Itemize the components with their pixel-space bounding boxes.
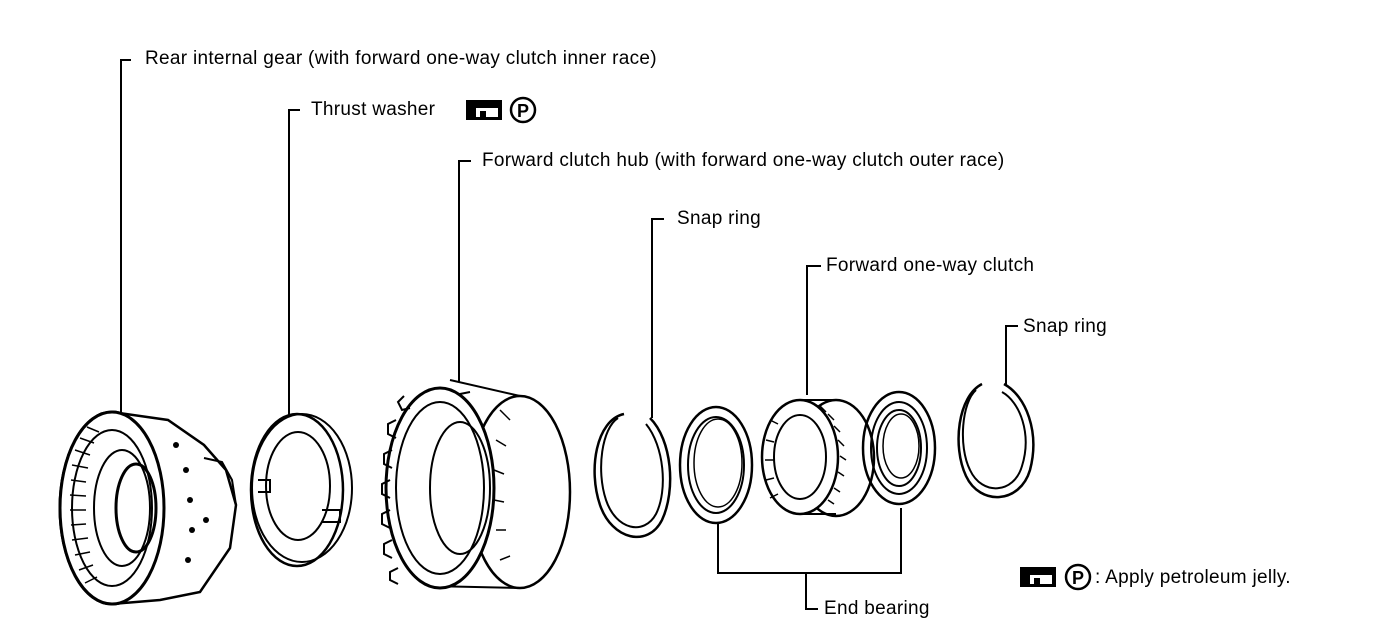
- petroleum-jelly-symbol-thrust-washer: P: [466, 96, 537, 124]
- leader-rear-internal-gear: [120, 59, 131, 420]
- leader-thrust-washer: [288, 109, 300, 415]
- callout-rear-internal-gear: Rear internal gear (with forward one-way…: [145, 48, 657, 69]
- snap-ring-2-drawing: [957, 382, 1035, 499]
- thrust-washer-drawing: [249, 412, 353, 568]
- end-bearing-1-drawing: [678, 405, 754, 525]
- callout-snap-ring-1: Snap ring: [677, 208, 762, 229]
- legend-text: : Apply petroleum jelly.: [1095, 567, 1291, 588]
- petroleum-jelly-symbol-legend: P: [1020, 563, 1092, 591]
- callout-forward-one-way-clutch: Forward one-way clutch: [826, 255, 1035, 276]
- forward-one-way-clutch-drawing: [760, 398, 876, 518]
- p-circle-letter-1: P: [517, 101, 529, 121]
- leader-forward-clutch-hub: [458, 160, 471, 382]
- callout-snap-ring-2: Snap ring: [1023, 316, 1108, 337]
- leader-snap-ring-1: [651, 218, 664, 418]
- p-circle-letter-2: P: [1072, 568, 1084, 588]
- callout-forward-clutch-hub: Forward clutch hub (with forward one-way…: [482, 150, 1005, 171]
- leader-end-bearing: [717, 508, 902, 610]
- leader-snap-ring-2: [1005, 325, 1018, 385]
- forward-clutch-hub-drawing: [381, 379, 572, 590]
- end-bearing-2-drawing: [861, 390, 937, 506]
- leader-forward-one-way-clutch: [806, 265, 821, 395]
- snap-ring-1-drawing: [593, 412, 672, 538]
- rear-internal-gear-drawing: [58, 410, 238, 606]
- callout-thrust-washer: Thrust washer: [311, 99, 436, 120]
- callout-end-bearing: End bearing: [824, 598, 930, 619]
